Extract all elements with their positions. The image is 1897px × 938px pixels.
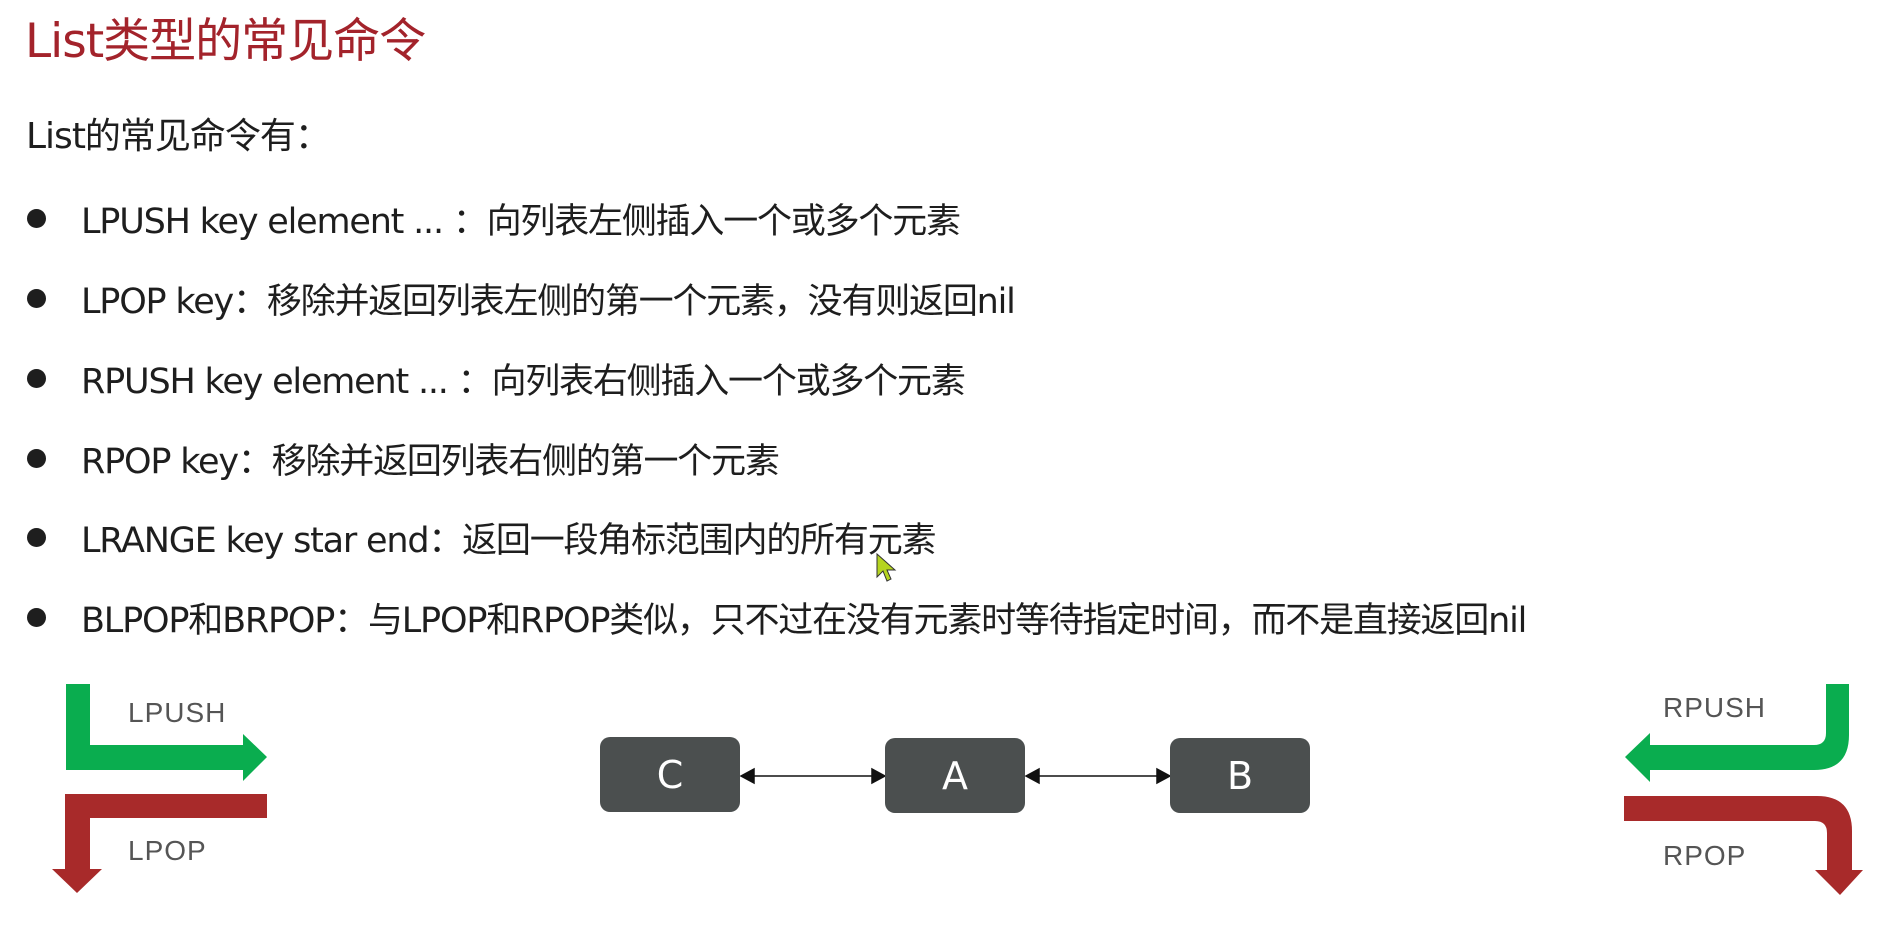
rpush-arrow-icon	[1625, 684, 1849, 782]
connector-c-a	[739, 767, 887, 785]
mouse-pointer-icon	[876, 552, 897, 582]
command-item-lpop: LPOP key：移除并返回列表左侧的第一个元素，没有则返回nil	[27, 273, 1016, 323]
command-item-rpop: RPOP key：移除并返回列表右侧的第一个元素	[27, 433, 780, 483]
list-node-a: A	[885, 738, 1025, 813]
bullet-icon	[27, 288, 46, 308]
bullet-icon	[27, 208, 46, 228]
command-text: BLPOP和BRPOP：与LPOP和RPOP类似，只不过在没有元素时等待指定时间…	[81, 600, 1527, 641]
bullet-icon	[27, 527, 46, 547]
bullet-icon	[27, 368, 46, 388]
command-text: LPUSH key element ... ：向列表左侧插入一个或多个元素	[81, 201, 961, 242]
bullet-icon	[27, 607, 46, 627]
command-text: RPOP key：移除并返回列表右侧的第一个元素	[81, 441, 780, 482]
command-item-rpush: RPUSH key element ... ：向列表右侧插入一个或多个元素	[27, 353, 966, 403]
command-item-blpop-brpop: BLPOP和BRPOP：与LPOP和RPOP类似，只不过在没有元素时等待指定时间…	[27, 592, 1527, 642]
command-text: LPOP key：移除并返回列表左侧的第一个元素，没有则返回nil	[81, 281, 1016, 322]
rpush-label: RPUSH	[1663, 692, 1767, 723]
rpop-label: RPOP	[1663, 840, 1747, 871]
command-text: LRANGE key star end：返回一段角标范围内的所有元素	[81, 520, 937, 561]
command-item-lrange: LRANGE key star end：返回一段角标范围内的所有元素	[27, 512, 937, 562]
lpop-arrow-icon	[52, 794, 267, 893]
lpop-label: LPOP	[128, 835, 207, 866]
connector-a-b	[1024, 767, 1172, 785]
intro-text: List的常见命令有：	[26, 116, 331, 157]
slide-title: List类型的常见命令	[25, 14, 426, 69]
list-node-c: C	[600, 737, 740, 812]
list-node-b: B	[1170, 738, 1310, 813]
bullet-icon	[27, 448, 46, 468]
rpop-arrow-icon	[1624, 796, 1863, 895]
command-text: RPUSH key element ... ：向列表右侧插入一个或多个元素	[81, 361, 966, 402]
lpush-label: LPUSH	[128, 697, 227, 728]
lpush-arrow-icon	[66, 684, 267, 781]
command-item-lpush: LPUSH key element ... ：向列表左侧插入一个或多个元素	[27, 193, 961, 243]
